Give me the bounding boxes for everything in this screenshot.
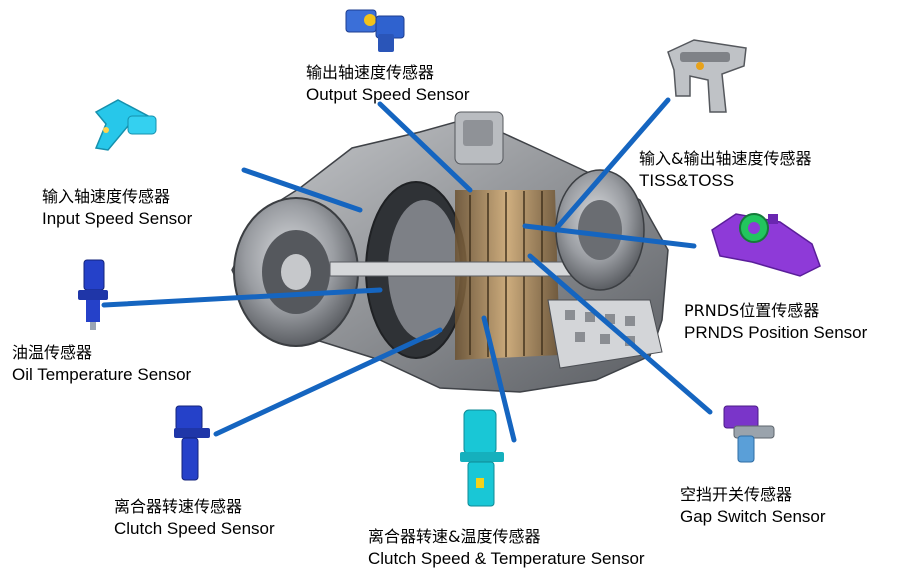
label-clutch-speed-temp-en: Clutch Speed & Temperature Sensor: [368, 549, 645, 568]
leader-line-gap-switch: [527, 253, 713, 415]
oil-temperature-sensor-icon: [78, 259, 108, 330]
output-speed-sensor-icon: [345, 9, 405, 52]
label-oil-temp-en: Oil Temperature Sensor: [12, 365, 192, 384]
label-input-speed-en: Input Speed Sensor: [42, 209, 193, 228]
label-clutch-speed-temp-zh: 离合器转速&温度传感器: [368, 527, 541, 546]
leader-line-clutch-speed: [213, 327, 443, 437]
label-gap-switch: 空挡开关传感器 Gap Switch Sensor: [680, 484, 826, 528]
label-clutch-speed-temp: 离合器转速&温度传感器 Clutch Speed & Temperature S…: [368, 526, 645, 570]
label-oil-temp: 油温传感器 Oil Temperature Sensor: [12, 342, 191, 386]
label-oil-temp-zh: 油温传感器: [12, 343, 93, 362]
label-prnds-zh: PRNDS位置传感器: [684, 301, 820, 320]
input-speed-sensor-icon: [94, 99, 157, 151]
label-output-speed: 输出轴速度传感器 Output Speed Sensor: [306, 62, 470, 106]
label-gap-switch-zh: 空挡开关传感器: [680, 485, 793, 504]
label-input-speed-zh: 输入轴速度传感器: [42, 187, 171, 206]
label-prnds-en: PRNDS Position Sensor: [684, 323, 868, 342]
transmission-cutaway-icon: [231, 111, 669, 393]
leader-line-prnds: [522, 223, 697, 249]
tiss-toss-sensor-icon: [667, 39, 747, 113]
label-tiss-toss-zh: 输入&输出轴速度传感器: [639, 149, 812, 168]
label-output-speed-zh: 输出轴速度传感器: [306, 63, 435, 82]
label-tiss-toss-en: TISS&TOSS: [639, 171, 735, 190]
label-prnds: PRNDS位置传感器 PRNDS Position Sensor: [684, 300, 867, 344]
gap-switch-sensor-icon: [723, 405, 775, 463]
leader-line-oil-temp: [101, 287, 383, 308]
label-input-speed: 输入轴速度传感器 Input Speed Sensor: [42, 186, 192, 230]
label-gap-switch-en: Gap Switch Sensor: [680, 507, 826, 526]
leader-line-clutch-speed-temp: [481, 315, 517, 443]
clutch-speed-sensor-icon: [174, 405, 210, 481]
label-clutch-speed-zh: 离合器转速传感器: [114, 497, 243, 516]
clutch-speed-temperature-sensor-icon: [460, 409, 504, 507]
label-clutch-speed-en: Clutch Speed Sensor: [114, 519, 275, 538]
label-tiss-toss: 输入&输出轴速度传感器 TISS&TOSS: [639, 148, 811, 192]
leader-line-tiss-toss: [552, 97, 671, 233]
leader-line-input-speed: [241, 167, 363, 213]
prnds-position-sensor-icon: [711, 213, 821, 277]
label-output-speed-en: Output Speed Sensor: [306, 85, 470, 104]
leader-line-output-speed: [377, 101, 473, 193]
label-clutch-speed: 离合器转速传感器 Clutch Speed Sensor: [114, 496, 275, 540]
